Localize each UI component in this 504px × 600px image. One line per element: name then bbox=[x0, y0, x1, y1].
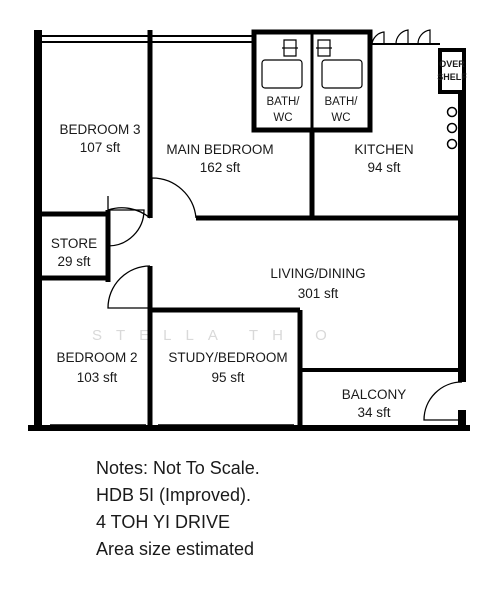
study-bedroom-name: STUDY/BEDROOM bbox=[168, 350, 287, 365]
bedroom3-area: 107 sft bbox=[80, 140, 121, 155]
bath2-label-line1: BATH/ bbox=[324, 96, 358, 108]
main-bedroom-name: MAIN BEDROOM bbox=[166, 142, 273, 157]
balcony-name: BALCONY bbox=[342, 387, 407, 402]
store-area: 29 sft bbox=[57, 254, 90, 269]
bedroom2-name: BEDROOM 2 bbox=[56, 350, 137, 365]
top-exterior-wall bbox=[37, 35, 255, 43]
main-bedroom-area: 162 sft bbox=[200, 160, 241, 175]
stove-burners bbox=[446, 106, 458, 150]
note-area-estimate: Area size estimated bbox=[96, 539, 255, 559]
notes-block: Notes: Not To Scale. HDB 5I (Improved). … bbox=[96, 455, 496, 563]
overshelf-label-line2: SHELF bbox=[437, 72, 467, 82]
overshelf-box bbox=[438, 48, 466, 94]
bedroom3-name: BEDROOM 3 bbox=[59, 122, 140, 137]
kitchen-name: KITCHEN bbox=[354, 142, 413, 157]
note-flat-type: HDB 5I (Improved). bbox=[96, 485, 252, 505]
bath1-label-line1: BATH/ bbox=[266, 96, 300, 108]
bedroom2-area: 103 sft bbox=[77, 370, 118, 385]
bath2-label-line2: WC bbox=[331, 112, 350, 124]
kitchen-area: 94 sft bbox=[367, 160, 400, 175]
balcony-area: 34 sft bbox=[357, 405, 390, 420]
note-address: 4 TOH YI DRIVE bbox=[96, 512, 231, 532]
floor-plan: STELLA THIO bbox=[28, 29, 470, 431]
living-dining-area: 301 sft bbox=[298, 286, 339, 301]
store-name: STORE bbox=[51, 236, 97, 251]
bath1-label-line2: WC bbox=[273, 112, 292, 124]
overshelf-label-line1: OVER bbox=[439, 59, 465, 69]
note-scale: Notes: Not To Scale. bbox=[96, 458, 260, 478]
watermark-text: STELLA THIO bbox=[92, 327, 341, 344]
study-bedroom-area: 95 sft bbox=[211, 370, 244, 385]
living-dining-name: LIVING/DINING bbox=[270, 266, 365, 281]
